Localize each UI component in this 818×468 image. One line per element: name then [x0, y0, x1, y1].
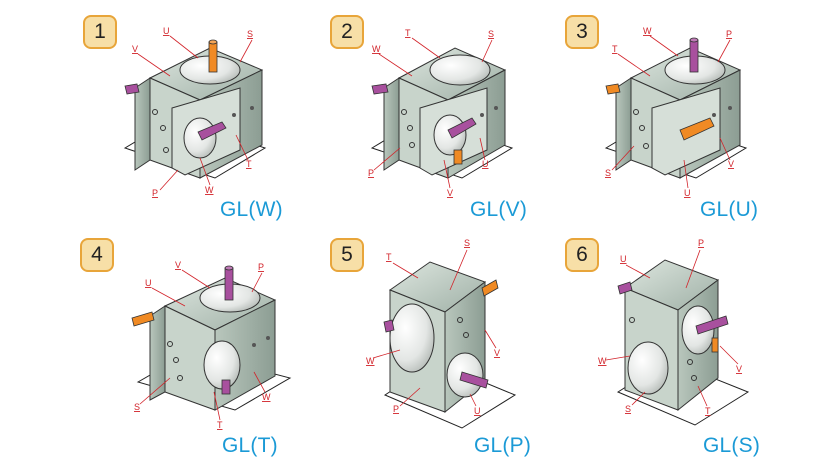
panel-4-labels: V P U S T W [134, 260, 271, 430]
panel-3-gearbox [604, 37, 748, 179]
panel-5-label-s: S [464, 238, 470, 248]
panel-2-labels: T S W P V U [368, 28, 494, 198]
panel-1-code: GL(W) [220, 198, 283, 221]
panel-1-label-t: T [246, 159, 252, 169]
panel-4-number-badge: 4 [80, 238, 114, 272]
panel-6-label-v: V [736, 364, 742, 374]
panel-6-gearbox [616, 259, 750, 426]
panel-6-code: GL(S) [703, 434, 761, 457]
panel-2-label-w: W [372, 44, 381, 54]
panel-2-label-p: P [368, 168, 374, 178]
panel-1-gearbox [123, 39, 267, 179]
panel-4-label-p: P [258, 262, 264, 272]
panel-1-number-badge: 1 [83, 15, 117, 49]
panel-6-label-s: S [625, 404, 631, 414]
panel-1-label-u: U [163, 26, 170, 36]
panel-2-gearbox [370, 47, 514, 179]
panel-5-label-t: T [386, 252, 392, 262]
panel-4-label-t: T [217, 420, 223, 430]
panel-3-label-p: P [726, 29, 732, 39]
panel-5-label-v: V [494, 348, 500, 358]
panel-6-labels: U P W V S T [598, 238, 742, 416]
panel-5-label-u: U [474, 406, 481, 416]
panel-2-label-t: T [405, 28, 411, 38]
panel-6-number-badge: 6 [565, 238, 599, 272]
panel-6-label-p: P [698, 238, 704, 248]
panel-3-code: GL(U) [700, 198, 759, 221]
panel-3-label-t: T [612, 44, 618, 54]
panel-2-label-s: S [488, 29, 494, 39]
panel-3-labels: W P T S U V [605, 26, 734, 198]
panel-2-number-badge: 2 [330, 15, 364, 49]
panel-6-label-u: U [620, 254, 627, 264]
panel-3-number-badge: 3 [565, 15, 599, 49]
panel-6-label-t: T [705, 406, 711, 416]
panel-4-gearbox [131, 265, 292, 411]
panel-4-code: GL(T) [222, 434, 278, 457]
panel-5-number-badge: 5 [330, 238, 364, 272]
panel-1-label-w: W [205, 185, 214, 195]
panel-3-label-s: S [605, 168, 611, 178]
panel-4-label-w: W [262, 392, 271, 402]
panel-5-label-p: P [393, 404, 399, 414]
panel-5-labels: T S W V P U [366, 238, 500, 416]
panel-4-label-v: V [175, 260, 181, 270]
panel-1-label-p: P [152, 188, 158, 198]
panel-2-label-v: V [447, 188, 453, 198]
panel-6-label-w: W [598, 356, 607, 366]
panel-3-label-w: W [643, 26, 652, 36]
panel-5-gearbox [383, 261, 517, 429]
panel-5-label-w: W [366, 356, 375, 366]
panel-4-label-s: S [134, 402, 140, 412]
panel-1-labels: U S V T P W [132, 26, 253, 198]
panel-1-label-v: V [132, 44, 138, 54]
panel-3-label-u: U [684, 188, 691, 198]
panel-5-code: GL(P) [474, 434, 532, 457]
panel-3-label-v: V [728, 159, 734, 169]
panel-4-label-u: U [145, 278, 152, 288]
panel-2-code: GL(V) [470, 198, 528, 221]
panel-2-label-u: U [482, 159, 489, 169]
panel-1-label-s: S [247, 29, 253, 39]
